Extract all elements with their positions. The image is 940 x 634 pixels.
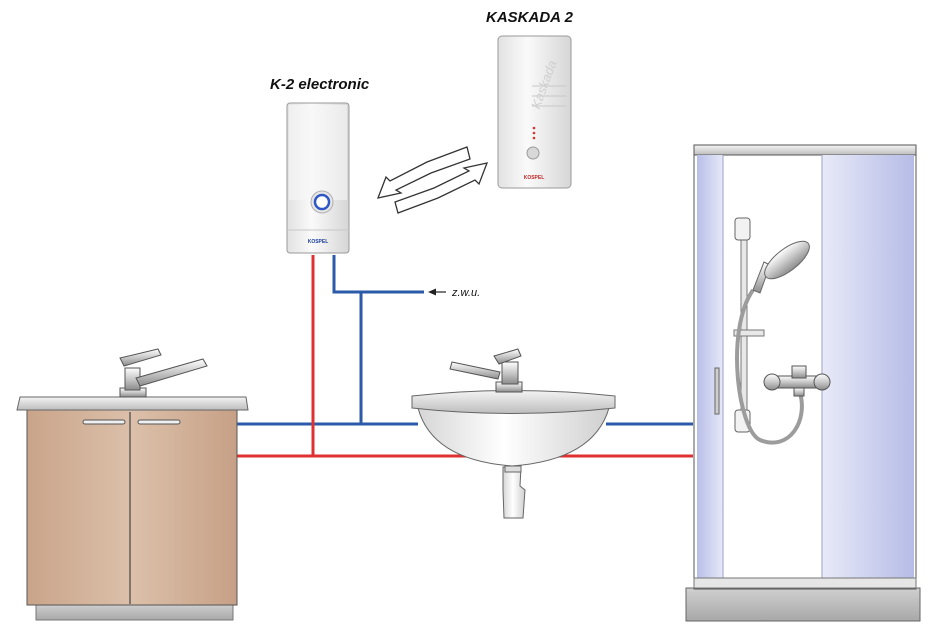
k2-heater: KOSPEL — [286, 102, 350, 254]
kaskada-heater: Kaskada KOSPEL — [497, 35, 572, 189]
cold-water-pipes — [237, 255, 693, 426]
cold-water-supply-arrow — [428, 288, 446, 296]
shower-mixer — [763, 365, 831, 397]
k2-heater-title: K-2 electronic — [270, 76, 370, 93]
washbasin-faucet — [449, 348, 523, 393]
shower-door-handle — [714, 367, 720, 415]
cold-water-label: z.w.u. — [451, 287, 480, 299]
kitchen-sink-cabinet — [16, 348, 249, 621]
swap-arrows-icon — [376, 146, 489, 214]
shower-head — [752, 240, 810, 294]
k2-logo: KOSPEL — [308, 239, 329, 245]
kaskada-logo: KOSPEL — [524, 175, 545, 181]
kaskada-heater-title: KASKADA 2 — [486, 9, 574, 26]
shower-cabin — [685, 144, 921, 622]
kitchen-faucet — [119, 348, 208, 398]
kaskada-control-knob — [526, 146, 540, 160]
washbasin — [411, 348, 616, 519]
